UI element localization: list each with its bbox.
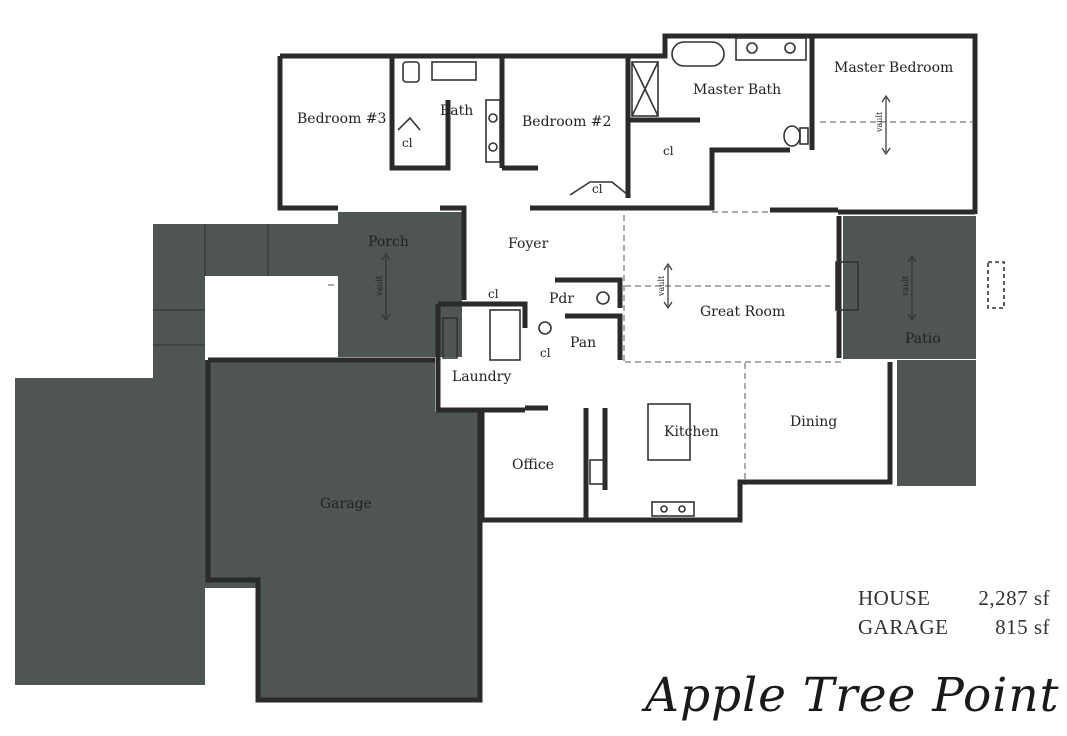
porch-walkway-top xyxy=(153,224,338,276)
pdr-label: Pdr xyxy=(549,291,574,307)
bedroom3-label: Bedroom #3 xyxy=(297,111,386,127)
vault-label-great-room: vault xyxy=(657,275,666,297)
closet-label-bedroom2: cl xyxy=(592,182,603,196)
office-label: Office xyxy=(512,457,554,473)
closet-label-master: cl xyxy=(663,144,674,158)
area-value: 815 sf xyxy=(995,615,1050,639)
patio-lower-area xyxy=(897,360,976,486)
fixtures xyxy=(397,37,1005,517)
master-bedroom-label: Master Bedroom xyxy=(834,60,953,76)
foyer-label: Foyer xyxy=(508,236,549,252)
porch-label: Porch xyxy=(368,234,409,250)
paver-joints xyxy=(153,224,269,346)
garage-area xyxy=(15,360,480,700)
great-room-label: Great Room xyxy=(700,304,785,320)
dining-label: Dining xyxy=(790,414,837,430)
garage-label: Garage xyxy=(320,496,372,512)
walls xyxy=(205,33,978,703)
area-value: 2,287 sf xyxy=(978,586,1050,610)
porch-walkway-side xyxy=(153,276,205,378)
vault-lines xyxy=(328,121,972,485)
area-name: HOUSE xyxy=(858,586,931,610)
area-row-garage: GARAGE 815 sf xyxy=(858,615,1050,644)
area-summary: HOUSE 2,287 sf GARAGE 815 sf xyxy=(858,586,1050,644)
bath-label: Bath xyxy=(440,103,473,119)
area-row-house: HOUSE 2,287 sf xyxy=(858,586,1050,615)
area-name: GARAGE xyxy=(858,615,949,639)
vault-arrows xyxy=(381,94,917,322)
kitchen-label: Kitchen xyxy=(664,424,719,440)
vault-label-patio: vault xyxy=(901,275,910,297)
closet-label-foyer: cl xyxy=(488,287,499,301)
bedroom2-label: Bedroom #2 xyxy=(522,114,611,130)
master-bath-label: Master Bath xyxy=(693,82,781,98)
closet-label-bedroom3: cl xyxy=(402,136,413,150)
patio-label: Patio xyxy=(905,331,941,347)
pan-label: Pan xyxy=(570,335,596,351)
vault-label-master-bedroom: vault xyxy=(875,111,884,133)
laundry-label: Laundry xyxy=(452,369,511,385)
plan-title: Apple Tree Point xyxy=(645,668,1060,723)
closet-label-pantry: cl xyxy=(540,346,551,360)
shaded-areas xyxy=(15,212,976,700)
vault-label-porch: vault xyxy=(375,275,384,297)
